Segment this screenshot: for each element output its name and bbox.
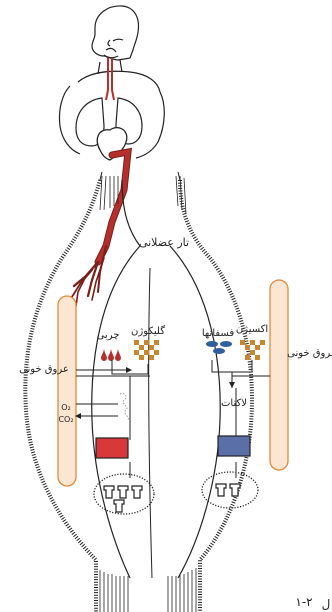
red-energy-box bbox=[96, 438, 128, 458]
airway bbox=[106, 58, 114, 100]
artery bbox=[70, 152, 128, 306]
blood-vessel-left bbox=[58, 296, 76, 486]
mitochondria-left bbox=[94, 474, 154, 514]
glycogen-block bbox=[134, 340, 159, 360]
label-blood-vessel-left: عروق خونی bbox=[19, 364, 69, 375]
fiber-center bbox=[149, 268, 152, 578]
label-o2: O₂ bbox=[61, 403, 71, 412]
phosphate-ovals bbox=[206, 341, 232, 354]
figure-prefix: ل bbox=[322, 597, 331, 611]
label-oxygen: اکسیژن bbox=[236, 324, 268, 335]
fiber-left bbox=[92, 246, 140, 578]
label-muscle-fiber: تار عضلانی bbox=[139, 236, 189, 249]
arrow-heads bbox=[75, 367, 235, 419]
muscle-bottom-hatch bbox=[100, 568, 196, 612]
blood-vessel-right bbox=[270, 280, 288, 470]
label-blood-vessel-right: عروق خونی bbox=[287, 348, 332, 359]
label-lactate: لاکتات bbox=[221, 398, 247, 409]
label-co2: CO₂ bbox=[58, 415, 73, 424]
muscle-top-hatch bbox=[100, 176, 186, 214]
label-phosphates: فسفاتها bbox=[202, 328, 234, 339]
label-glycogen: گلیکوژن bbox=[131, 325, 165, 337]
glycogen-block-2 bbox=[240, 340, 265, 360]
figure-number: ۱-۲ bbox=[295, 595, 312, 609]
fat-drops bbox=[101, 348, 121, 361]
fiber-right bbox=[170, 246, 220, 578]
process-scribble bbox=[120, 394, 128, 420]
label-fat: چربی bbox=[97, 330, 120, 341]
blue-energy-box bbox=[218, 436, 250, 456]
flow-lines bbox=[76, 360, 270, 478]
